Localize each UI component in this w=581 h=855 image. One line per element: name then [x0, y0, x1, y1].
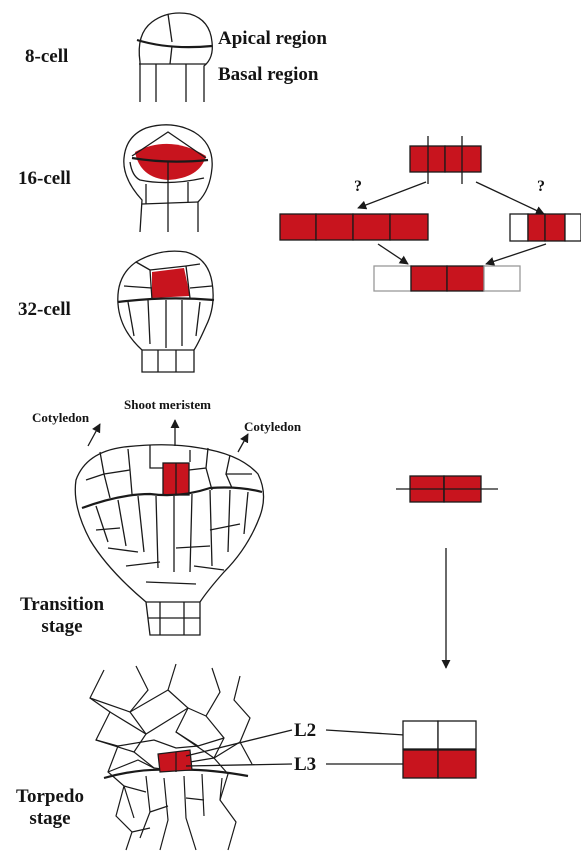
label-cotyledon-right: Cotyledon [244, 419, 301, 435]
lineage-right-cell-4 [565, 214, 581, 241]
label-l3: L3 [294, 754, 316, 776]
label-16-cell: 16-cell [18, 168, 71, 190]
lineage-left-cell-1 [280, 214, 316, 240]
question-mark-left: ? [354, 178, 362, 196]
lineage-bottom-cell-4 [484, 266, 520, 291]
label-8-cell: 8-cell [25, 46, 68, 68]
label-torpedo-line1: Torpedo [8, 786, 92, 808]
layer-cells [403, 721, 476, 778]
embryo-torpedo-stage [90, 664, 252, 850]
label-transition-stage: Transition stage [10, 594, 114, 638]
label-basal-region: Basal region [218, 64, 318, 86]
lineage-left-cell-4 [390, 214, 428, 240]
lineage-left-cell-3 [353, 214, 390, 240]
cotyledon-left-arrow [88, 424, 100, 446]
lineage-bottom-cell-2 [411, 266, 447, 291]
lineage-right-cell-1 [510, 214, 528, 241]
label-apical-region: Apical region [218, 28, 327, 50]
lineage-right-cell-3 [545, 214, 565, 241]
label-transition-line2: stage [10, 616, 114, 638]
l2-cell-right [438, 721, 476, 749]
l2-cell-left [403, 721, 438, 749]
cotyledon-right-arrow [238, 434, 248, 452]
label-l2: L2 [294, 720, 316, 742]
l3-cell-left [403, 750, 438, 778]
l3-cell-right [438, 750, 476, 778]
label-torpedo-stage: Torpedo stage [8, 786, 92, 830]
embryo-32-cell [118, 251, 214, 372]
lineage-bottom-cell-3 [447, 266, 484, 291]
lineage-bottom-cell-1 [374, 266, 411, 291]
transition-lineage [396, 476, 498, 668]
lineage-diagram [280, 136, 581, 291]
torpedo-red-cells [158, 750, 192, 772]
lineage-left-cell-2 [316, 214, 353, 240]
question-mark-right: ? [537, 178, 545, 196]
label-transition-line1: Transition [10, 594, 114, 616]
embryo-8-cell [137, 13, 212, 102]
label-torpedo-line2: stage [8, 808, 92, 830]
label-shoot-meristem: Shoot meristem [124, 397, 211, 413]
label-32-cell: 32-cell [18, 299, 71, 321]
lineage-top-cell-right [445, 146, 481, 172]
embryo-16-cell [124, 125, 212, 232]
lineage-right-cell-2 [528, 214, 545, 241]
label-cotyledon-left: Cotyledon [32, 410, 89, 426]
